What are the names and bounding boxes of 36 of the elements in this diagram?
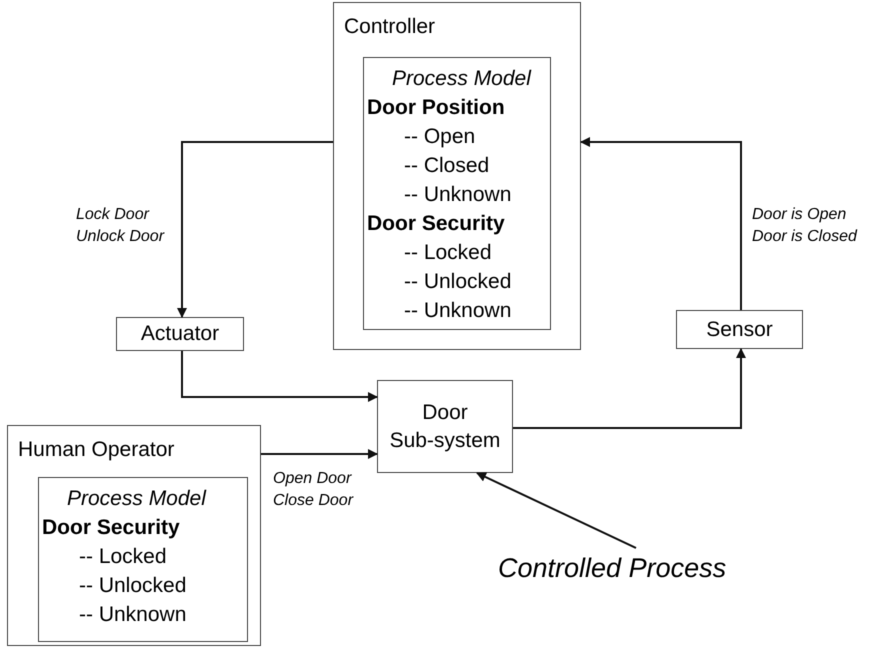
edge-label: Door is Open Door is Closed [752,205,858,247]
container-box [7,425,261,646]
state-value: -- Unlocked [403,269,512,295]
state-value: -- Locked [403,240,492,266]
state-value: -- Unlocked [78,573,186,599]
arrow [476,472,636,549]
edge-label: Open Door Close Door [273,469,354,511]
state-value: -- Locked [78,544,167,570]
box-title: Human Operator [18,437,174,463]
state-heading: Door Security [366,211,505,237]
arrow [513,348,746,429]
model-heading: Process Model [66,486,206,512]
arrow [580,137,742,310]
state-value: -- Unknown [78,602,186,628]
state-value: -- Unknown [403,182,512,208]
edge-label: Lock Door Unlock Door [76,205,166,247]
box-label: Door Sub-system [388,400,502,454]
arrow [261,449,378,459]
container-box [333,2,581,350]
callout-text: Controlled Process [498,548,788,592]
state-value: -- Unknown [403,298,512,324]
process-box [377,380,513,473]
state-heading: Door Position [366,95,505,121]
process-box [116,317,244,351]
box-title: Controller [344,14,436,40]
state-heading: Door Security [41,515,180,541]
arrow [177,141,333,318]
process-model-box [38,477,248,642]
box-label: Actuator [140,321,220,347]
model-heading: Process Model [391,66,531,92]
process-model-box [363,57,551,330]
state-value: -- Open [403,124,476,150]
arrow [181,351,378,402]
state-value: -- Closed [403,153,490,179]
box-label: Sensor [706,316,773,342]
process-box [676,310,803,349]
